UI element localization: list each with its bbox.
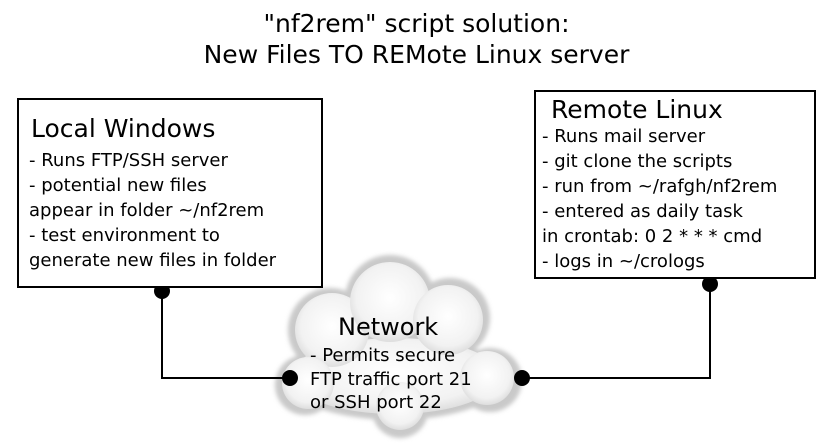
- remote-linux-line: - Runs mail server: [542, 126, 706, 147]
- local-windows-line: - test environment to: [29, 225, 220, 246]
- network-heading: Network: [338, 313, 439, 341]
- remote-linux-line: - git clone the scripts: [542, 151, 733, 172]
- local-windows-box: Local Windows - Runs FTP/SSH server - po…: [17, 98, 323, 288]
- remote-linux-heading: Remote Linux: [551, 95, 723, 124]
- remote-linux-line: - entered as daily task: [542, 201, 743, 222]
- network-line: or SSH port 22: [310, 392, 442, 413]
- network-line: FTP traffic port 21: [310, 369, 472, 390]
- diagram-title-line-2: New Files TO REMote Linux server: [203, 40, 630, 69]
- local-network-wire: [161, 291, 290, 379]
- remote-linux-line: - run from ~/rafgh/nf2rem: [542, 176, 778, 197]
- remote-linux-box: Remote Linux - Runs mail server - git cl…: [534, 90, 816, 279]
- remote-network-wire: [522, 284, 711, 379]
- local-windows-line: - Runs FTP/SSH server: [29, 150, 228, 171]
- remote-linux-line: - logs in ~/crologs: [542, 251, 705, 272]
- remote-linux-line: in crontab: 0 2 * * * cmd: [542, 226, 763, 247]
- network-line: - Permits secure: [310, 345, 456, 366]
- network-left-connector: [282, 370, 298, 386]
- local-windows-heading: Local Windows: [31, 114, 216, 143]
- local-windows-line: generate new files in folder: [29, 250, 277, 271]
- network-right-connector: [514, 370, 530, 386]
- diagram-title-line-1: "nf2rem" script solution:: [263, 9, 570, 38]
- remote-box-connector: [702, 276, 718, 292]
- local-windows-line: - potential new files: [29, 175, 207, 196]
- network-cloud: [275, 255, 522, 438]
- local-windows-line: appear in folder ~/nf2rem: [29, 200, 265, 221]
